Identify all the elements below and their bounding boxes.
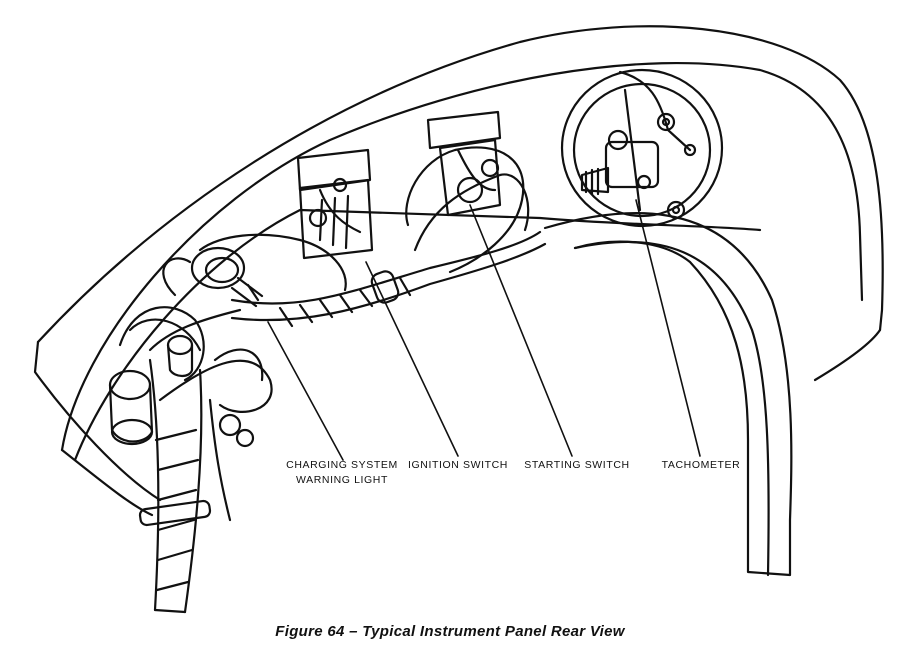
harness-lower-clip — [138, 499, 212, 527]
harness-main — [230, 230, 542, 305]
panel-inner-bottom — [60, 448, 154, 517]
harness-descend-2 — [183, 368, 203, 614]
starting-switch-body — [405, 110, 530, 274]
panel-recess-edge — [73, 208, 762, 462]
harness-clip — [370, 270, 400, 304]
panel-outer-bottom — [33, 340, 162, 502]
label-charging-system-warning-light: CHARGING SYSTEM WARNING LIGHT — [282, 458, 402, 488]
tachometer-body — [560, 68, 724, 228]
figure-caption: Figure 64 – Typical Instrument Panel Rea… — [275, 623, 625, 640]
label-charging-line2: WARNING LIGHT — [296, 474, 388, 486]
leader-charging — [267, 321, 344, 461]
leader-ignition — [365, 261, 459, 457]
panel-lower-rim — [813, 328, 882, 382]
panel-outer-edge — [36, 25, 884, 344]
ignition-switch-body — [296, 148, 374, 260]
harness-wrap — [278, 276, 412, 328]
label-charging-line1: CHARGING SYSTEM — [286, 459, 398, 471]
cluster-opening-inner — [573, 240, 770, 577]
left-connector-1 — [108, 369, 154, 446]
warning-light-socket — [190, 246, 264, 308]
leader-starting — [469, 204, 573, 457]
left-connector-2 — [166, 334, 194, 378]
panel-inner-edge — [60, 61, 864, 452]
label-ignition-switch: IGNITION SWITCH — [408, 459, 508, 471]
harness-descend-1 — [148, 358, 160, 612]
leader-tachometer — [635, 199, 701, 457]
label-tachometer: TACHOMETER — [661, 459, 741, 471]
cluster-opening-outer — [543, 212, 793, 577]
label-starting-switch: STARTING SWITCH — [524, 459, 630, 471]
